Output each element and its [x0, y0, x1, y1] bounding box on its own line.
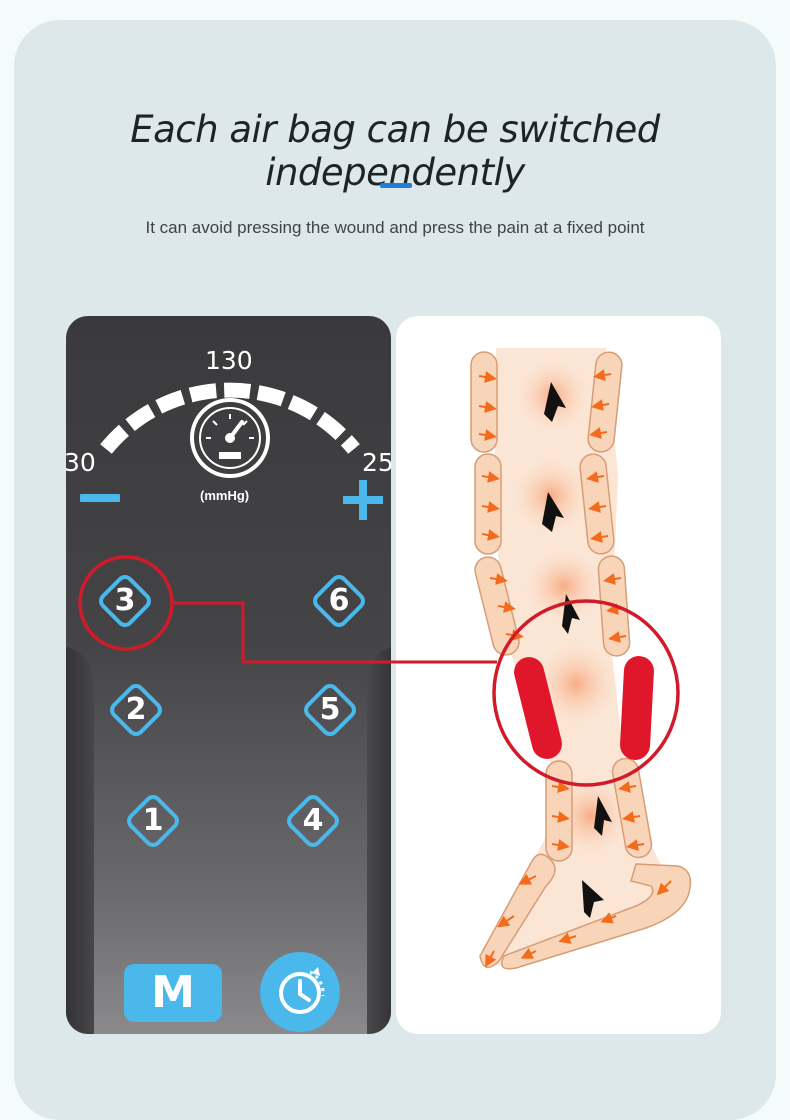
gauge-arc [100, 382, 360, 478]
page-title: Each air bag can be switched independent… [130, 108, 660, 194]
gauge-label-right: 25 [362, 448, 391, 477]
airbag-button-3[interactable]: 3 [95, 571, 155, 631]
leg-illustration-panel [396, 316, 721, 1034]
airbag-button-5[interactable]: 5 [300, 680, 360, 740]
airbag-button-6[interactable]: 6 [309, 571, 369, 631]
title-underline [380, 183, 412, 188]
unit-label: (mmHg) [200, 488, 250, 503]
airbag-button-2[interactable]: 2 [106, 680, 166, 740]
page-subtitle: It can avoid pressing the wound and pres… [145, 218, 645, 237]
minus-button[interactable] [80, 494, 120, 502]
speedometer-icon [190, 398, 270, 478]
mode-button[interactable]: M [124, 964, 222, 1022]
plus-button-vertical [359, 480, 367, 520]
timer-button[interactable] [260, 952, 340, 1032]
gauge-label-left: 30 [66, 448, 96, 477]
remote-control-panel: 30 130 25 (mmHg) 3 6 2 5 1 4 [66, 316, 391, 1034]
gauge-label-top: 130 [205, 346, 253, 375]
airbag-button-1[interactable]: 1 [123, 791, 183, 851]
leg-illustration [470, 348, 692, 970]
clock-timer-icon [279, 967, 325, 1014]
airbag-button-4[interactable]: 4 [283, 791, 343, 851]
